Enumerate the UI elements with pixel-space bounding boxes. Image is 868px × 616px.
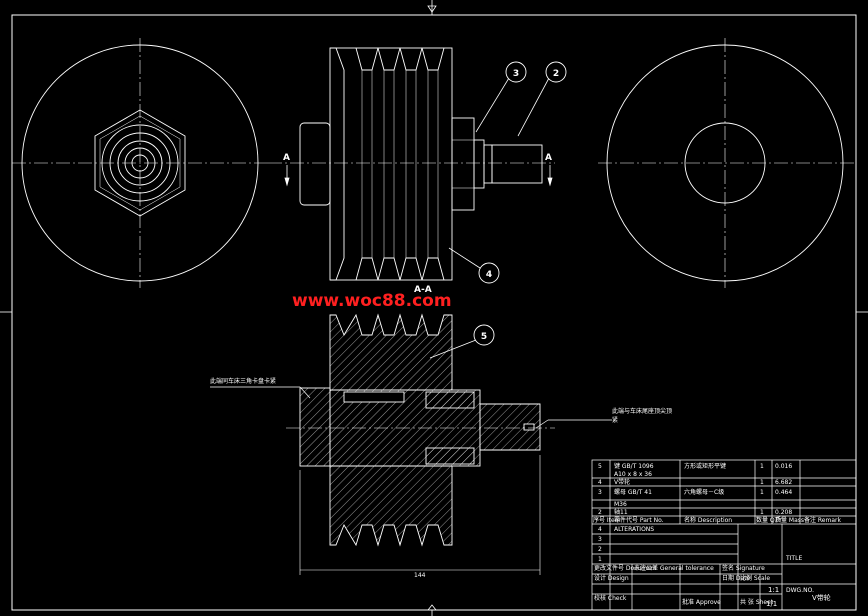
approve-label: 批准 Approve bbox=[682, 598, 721, 606]
left-note: 此端同车床三角卡盘卡紧 bbox=[210, 377, 276, 385]
check-label: 校核 Check bbox=[594, 594, 627, 602]
section-mark-right: A bbox=[545, 153, 552, 163]
svg-text:2: 2 bbox=[598, 509, 602, 516]
svg-text:A10 x 8 x 36: A10 x 8 x 36 bbox=[614, 471, 652, 478]
watermark-text: www.woc88.com bbox=[292, 291, 452, 311]
tolerance-label: 未注公差 General tolerance bbox=[634, 564, 714, 572]
svg-text:轴11: 轴11 bbox=[614, 508, 628, 516]
right-note-line2: 紧 bbox=[612, 416, 618, 424]
rev-row-2: 2 bbox=[598, 546, 602, 553]
svg-text:3: 3 bbox=[513, 69, 519, 79]
change-doc-label: 更改文件号 Document bbox=[594, 564, 658, 572]
signature-label: 签名 Signature bbox=[722, 564, 765, 572]
svg-text:备注 Remark: 备注 Remark bbox=[804, 516, 841, 524]
bom-row-3: 3 螺母 GB/T 41 M36 六角螺母－C级 1 0.464 bbox=[598, 488, 792, 508]
rev-row-1: 1 bbox=[598, 556, 602, 563]
svg-text:6.682: 6.682 bbox=[775, 479, 792, 486]
svg-text:零件代号 Part No.: 零件代号 Part No. bbox=[614, 516, 664, 524]
dwg-number: V带轮 bbox=[812, 593, 831, 602]
svg-text:序号 Item: 序号 Item bbox=[593, 516, 621, 524]
svg-text:2: 2 bbox=[553, 69, 559, 79]
svg-text:V带轮: V带轮 bbox=[614, 478, 630, 486]
svg-text:1: 1 bbox=[760, 509, 764, 516]
bom-row-2: 2 轴11 1 0.208 bbox=[598, 508, 792, 516]
design-label: 设计 Design bbox=[594, 574, 629, 582]
rev-label: ALTERATIONS bbox=[614, 526, 654, 533]
scale-value: 1:1 bbox=[768, 586, 779, 594]
svg-text:方形或矩形平键: 方形或矩形平键 bbox=[684, 462, 726, 470]
annotation-leaders bbox=[210, 386, 612, 429]
svg-text:名称 Description: 名称 Description bbox=[684, 516, 732, 524]
front-view bbox=[268, 47, 555, 281]
svg-text:0.016: 0.016 bbox=[775, 463, 792, 470]
bom-row-4: 4 V带轮 1 6.682 bbox=[598, 478, 792, 486]
balloon-3: 3 bbox=[505, 61, 527, 83]
svg-text:5: 5 bbox=[481, 332, 487, 342]
section-marks bbox=[284, 165, 553, 187]
svg-text:质量 Mass: 质量 Mass bbox=[775, 516, 804, 524]
svg-text:4: 4 bbox=[598, 479, 602, 486]
sheet-value: 1/1 bbox=[766, 600, 777, 608]
title-label: TITLE bbox=[785, 555, 802, 562]
svg-text:1: 1 bbox=[760, 489, 764, 496]
svg-text:4: 4 bbox=[486, 270, 492, 280]
scale-label: 比例 Scale bbox=[740, 574, 770, 582]
section-view bbox=[286, 313, 555, 575]
left-end-view bbox=[12, 38, 268, 288]
bom-header: 序号 Item 零件代号 Part No. 名称 Description 数量 … bbox=[593, 516, 841, 524]
svg-text:0.464: 0.464 bbox=[775, 489, 792, 496]
svg-text:1: 1 bbox=[760, 463, 764, 470]
svg-text:5: 5 bbox=[598, 463, 602, 470]
dimension-144: 144 bbox=[414, 572, 426, 579]
balloon-2: 2 bbox=[545, 61, 567, 83]
dwg-label: DWG.NO. bbox=[786, 587, 814, 594]
section-mark-left: A bbox=[283, 153, 290, 163]
date-label: 日期 Date bbox=[722, 574, 751, 582]
top-center-arrow-icon bbox=[427, 5, 437, 13]
svg-text:1: 1 bbox=[760, 479, 764, 486]
title-block bbox=[591, 459, 857, 611]
bottom-center-arrow-icon bbox=[427, 604, 437, 611]
svg-text:0.208: 0.208 bbox=[775, 509, 792, 516]
svg-text:六角螺母－C级: 六角螺母－C级 bbox=[684, 488, 724, 496]
right-note-line1: 此端与车床尾座顶尖顶 bbox=[612, 407, 672, 415]
svg-text:M36: M36 bbox=[614, 501, 627, 508]
svg-text:键 GB/T 1096: 键 GB/T 1096 bbox=[614, 462, 654, 470]
right-end-view bbox=[598, 38, 855, 288]
balloon-5: 5 bbox=[473, 324, 495, 346]
bom-row-5: 5 键 GB/T 1096 A10 x 8 x 36 方形或矩形平键 1 0.0… bbox=[598, 462, 792, 478]
sheet-label: 共 张 Sheet bbox=[740, 598, 774, 606]
svg-text:3: 3 bbox=[598, 489, 602, 496]
svg-text:数量 QTY: 数量 QTY bbox=[756, 516, 782, 524]
section-title: A-A bbox=[414, 285, 432, 295]
rev-row-3: 3 bbox=[598, 536, 602, 543]
rev-row-4: 4 bbox=[598, 526, 602, 533]
balloon-4: 4 bbox=[478, 262, 500, 284]
svg-text:螺母 GB/T 41: 螺母 GB/T 41 bbox=[614, 488, 652, 496]
